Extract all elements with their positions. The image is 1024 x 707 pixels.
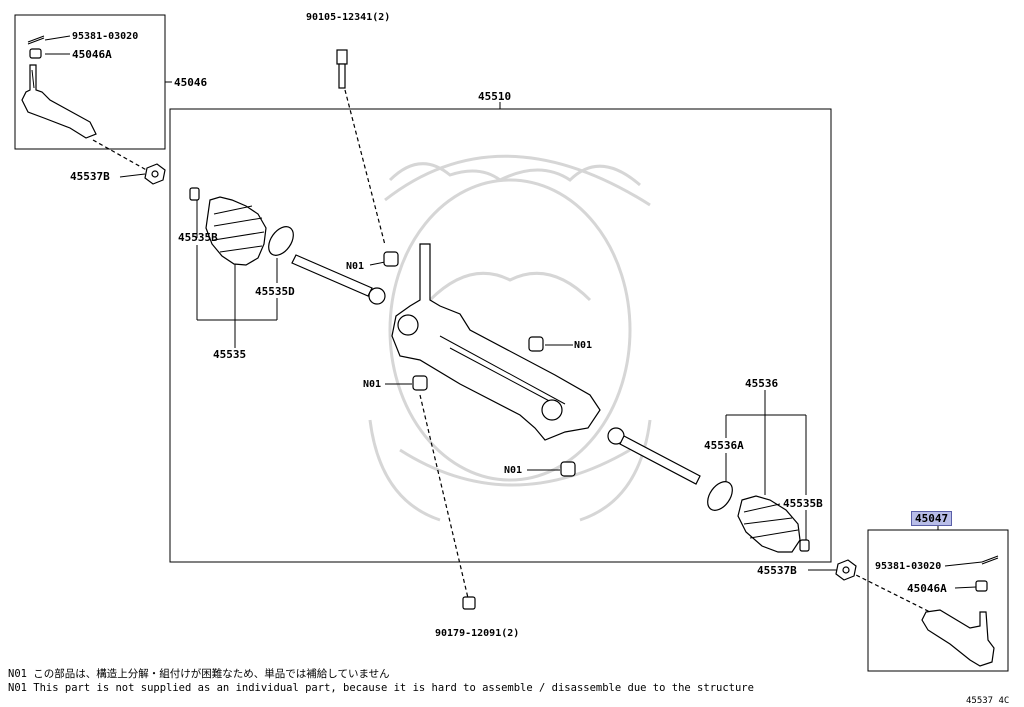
label-45537b-right[interactable]: 45537B bbox=[757, 564, 797, 577]
label-45510[interactable]: 45510 bbox=[478, 90, 512, 103]
cotter-pin-left bbox=[27, 35, 45, 45]
boot-right bbox=[737, 495, 801, 553]
ring-left bbox=[268, 226, 294, 256]
clip-right bbox=[799, 539, 810, 552]
label-n01-c[interactable]: N01 bbox=[363, 379, 382, 390]
label-45535d[interactable]: 45535D bbox=[255, 285, 295, 298]
tie-rod-left bbox=[291, 254, 386, 305]
label-n01-d[interactable]: N01 bbox=[504, 465, 523, 476]
tie-rod-end-left bbox=[21, 64, 97, 139]
label-45046a-left[interactable]: 45046A bbox=[72, 48, 112, 61]
footnote-japanese: N01 この部品は、構造上分解・組付けが困難なため、単品では補給していません bbox=[8, 668, 390, 680]
cotter-pin-right bbox=[981, 555, 999, 565]
label-95381-right[interactable]: 95381-03020 bbox=[875, 561, 942, 572]
ring-right bbox=[707, 481, 733, 511]
watermark-emblem bbox=[368, 154, 652, 522]
label-n01-a[interactable]: N01 bbox=[346, 261, 365, 272]
label-45047-highlighted[interactable]: 45047 bbox=[911, 511, 953, 526]
label-45537b-left[interactable]: 45537B bbox=[70, 170, 110, 183]
n01-nut-b bbox=[528, 336, 544, 352]
label-45535b-right[interactable]: 45535B bbox=[783, 497, 823, 510]
castle-nut-left bbox=[29, 48, 42, 59]
label-45535[interactable]: 45535 bbox=[213, 348, 247, 361]
nut-45537b-left bbox=[144, 163, 166, 185]
label-n01-b[interactable]: N01 bbox=[574, 340, 593, 351]
tie-rod-end-right bbox=[921, 609, 995, 667]
label-45046[interactable]: 45046 bbox=[174, 76, 208, 89]
label-90179[interactable]: 90179-12091(2) bbox=[435, 628, 520, 639]
n01-nut-a bbox=[383, 251, 399, 267]
bolt-90179 bbox=[462, 596, 476, 610]
clip-left bbox=[189, 187, 200, 201]
n01-nut-c bbox=[412, 375, 428, 391]
label-45046a-right[interactable]: 45046A bbox=[907, 582, 947, 595]
label-45536[interactable]: 45536 bbox=[745, 377, 779, 390]
nut-45537b-right bbox=[835, 559, 857, 581]
boot-left bbox=[205, 196, 267, 266]
diagram-id: 45537 4C bbox=[966, 696, 1010, 706]
label-45536a[interactable]: 45536A bbox=[704, 439, 744, 452]
label-95381-left[interactable]: 95381-03020 bbox=[72, 31, 139, 42]
n01-nut-d bbox=[560, 461, 576, 477]
rack-housing bbox=[391, 243, 601, 441]
label-90105[interactable]: 90105-12341(2) bbox=[306, 12, 391, 23]
label-45535b-left[interactable]: 45535B bbox=[178, 231, 218, 244]
castle-nut-right bbox=[975, 580, 988, 592]
footnote-english: N01 This part is not supplied as an indi… bbox=[8, 682, 754, 694]
tie-rod-right bbox=[607, 427, 701, 485]
bolt-90105 bbox=[336, 49, 348, 89]
